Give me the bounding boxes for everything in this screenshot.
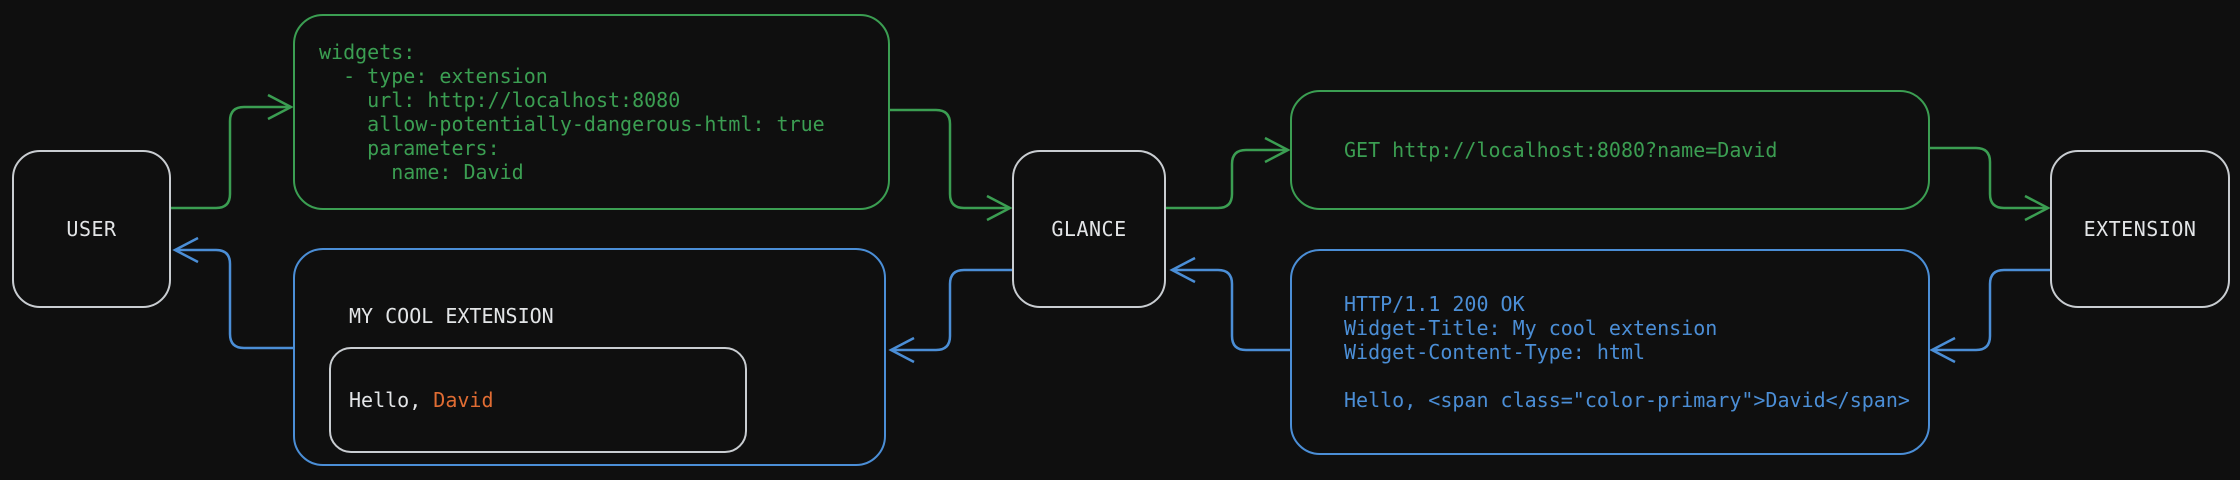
greeting-prefix: Hello,	[349, 388, 434, 412]
arrowhead-icon	[267, 93, 294, 121]
arrow-request-to-extension	[1930, 146, 2051, 222]
node-user-label: USER	[66, 217, 117, 241]
node-user: USER	[12, 150, 171, 308]
response-line: Widget-Title: My cool extension	[1344, 316, 1718, 340]
greeting-name: David	[433, 388, 494, 412]
config-line: parameters:	[319, 136, 500, 160]
widget-greeting-box: Hello, David	[329, 347, 747, 453]
arrowhead-icon	[1929, 336, 1956, 364]
node-glance: GLANCE	[1012, 150, 1166, 308]
config-line: url: http://localhost:8080	[319, 88, 681, 112]
arrow-glance-to-request	[1166, 136, 1291, 210]
response-line: Hello, <span class="color-primary">David…	[1344, 388, 1910, 412]
arrowhead-icon	[1264, 136, 1291, 164]
config-line: name: David	[319, 160, 524, 184]
arrowhead-icon	[172, 236, 199, 264]
arrowhead-icon	[986, 194, 1013, 222]
widget-title: MY COOL EXTENSION	[349, 304, 554, 328]
config-line: widgets:	[319, 40, 416, 64]
arrow-extension-to-response	[1929, 268, 2050, 364]
response-line	[1292, 364, 1928, 388]
request-line: GET http://localhost:8080?name=David	[1344, 138, 1778, 162]
http-request-panel: GET http://localhost:8080?name=David	[1290, 90, 1930, 210]
arrow-glance-to-widget	[888, 268, 1012, 364]
arrowhead-icon	[888, 336, 915, 364]
node-extension: EXTENSION	[2050, 150, 2230, 308]
response-line: HTTP/1.1 200 OK	[1344, 292, 1525, 316]
arrowhead-icon	[2024, 194, 2051, 222]
arrow-widget-to-user	[172, 236, 293, 350]
http-response-panel: HTTP/1.1 200 OK Widget-Title: My cool ex…	[1290, 249, 1930, 455]
arrow-user-to-config	[171, 93, 294, 210]
config-line: allow-potentially-dangerous-html: true	[319, 112, 825, 136]
node-extension-label: EXTENSION	[2083, 217, 2197, 241]
node-glance-label: GLANCE	[1051, 217, 1127, 241]
response-line: Widget-Content-Type: html	[1344, 340, 1646, 364]
rendered-widget-panel: MY COOL EXTENSION Hello, David	[293, 248, 886, 466]
arrowhead-icon	[1169, 256, 1196, 284]
config-yaml-panel: widgets: - type: extension url: http://l…	[293, 14, 890, 210]
arrow-response-to-glance	[1169, 256, 1290, 352]
config-line: - type: extension	[319, 64, 548, 88]
arrow-config-to-glance	[890, 108, 1013, 222]
